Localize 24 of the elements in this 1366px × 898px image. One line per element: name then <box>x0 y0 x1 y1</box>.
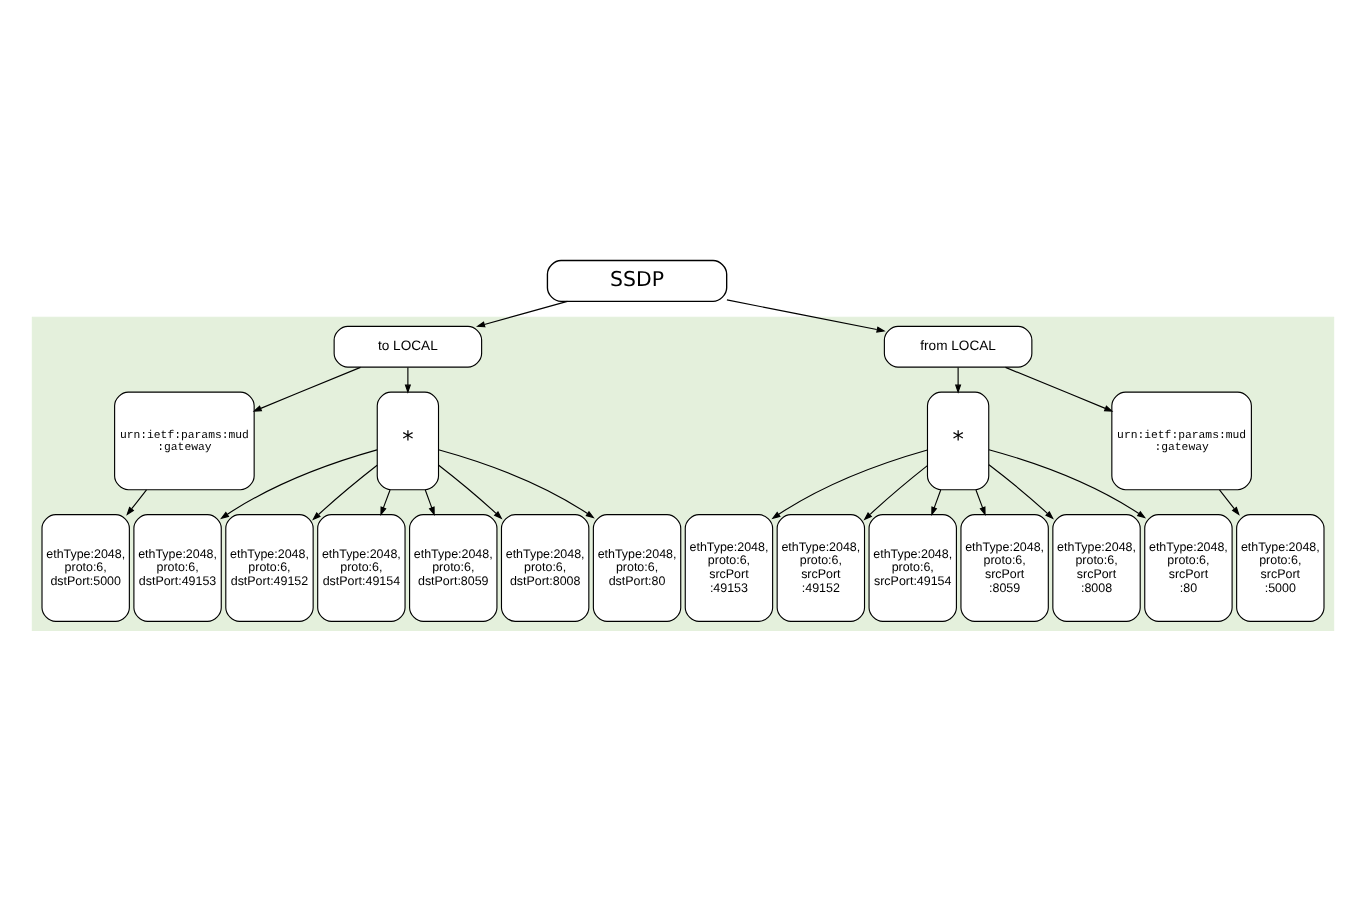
arrow <box>437 448 595 518</box>
arrow <box>726 298 886 332</box>
arrow <box>988 463 1054 519</box>
arrow <box>771 448 928 519</box>
arrow <box>476 299 568 327</box>
arrow <box>1004 365 1114 411</box>
node-box: * <box>926 390 990 490</box>
arrow <box>438 463 503 519</box>
node-box: * <box>376 390 440 490</box>
arrow <box>931 488 942 515</box>
arrow <box>312 463 378 520</box>
arrow <box>380 488 391 515</box>
node-box: SSDP <box>546 258 728 302</box>
arrow <box>220 448 378 519</box>
cluster <box>31 315 1335 630</box>
arrow <box>954 365 962 393</box>
arrow <box>252 365 362 411</box>
arrow <box>988 448 1147 518</box>
arrow <box>126 488 148 515</box>
arrow <box>404 365 412 393</box>
arrow <box>1218 488 1240 515</box>
arrow <box>424 488 435 515</box>
arrow <box>975 488 986 515</box>
arrow <box>863 464 928 520</box>
